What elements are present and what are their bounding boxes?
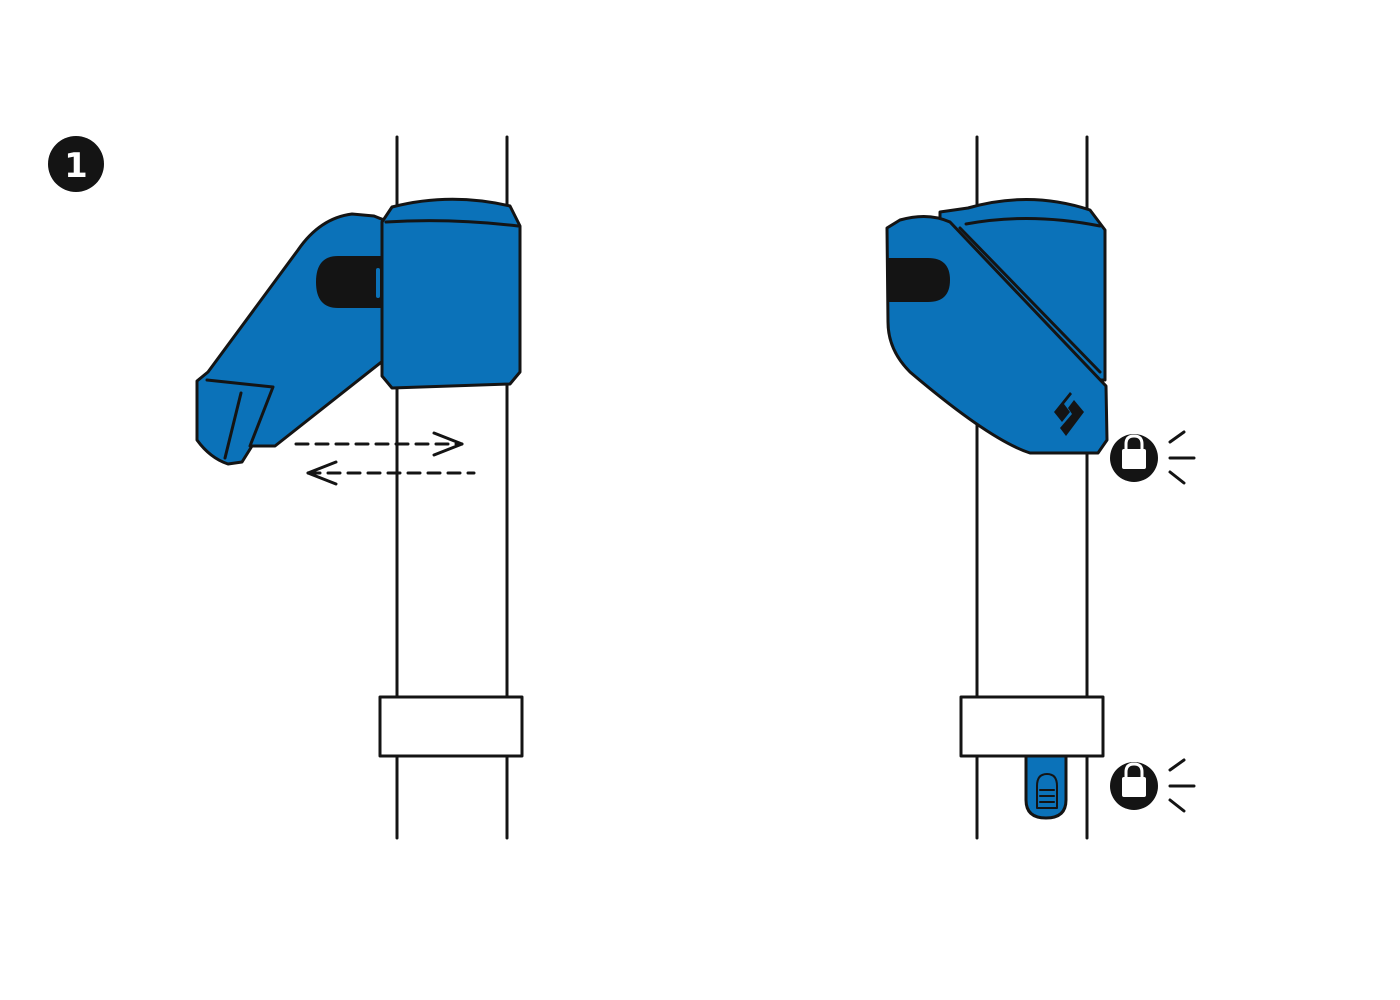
pole-collar-right xyxy=(959,695,1105,758)
right-figure xyxy=(885,135,1196,840)
pole-collar-left xyxy=(378,695,524,758)
left-figure xyxy=(195,135,524,840)
step-number: 1 xyxy=(64,146,88,186)
padlock-icon xyxy=(1110,430,1196,485)
clamp-body-left xyxy=(380,197,522,390)
clamp-lever-open xyxy=(195,212,386,466)
slide-arrow-right-icon xyxy=(294,431,464,457)
lock-button xyxy=(1024,754,1068,820)
clamp-slot xyxy=(888,258,950,302)
step-badge: 1 xyxy=(48,136,104,192)
black-diamond-logo-icon xyxy=(1054,392,1084,436)
slide-arrow-left-icon xyxy=(306,460,476,486)
padlock-icon xyxy=(1110,758,1196,813)
clamp-slot xyxy=(316,256,385,308)
